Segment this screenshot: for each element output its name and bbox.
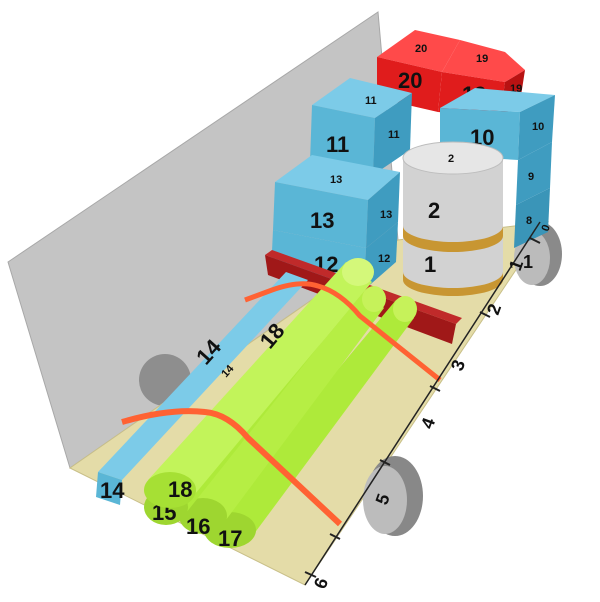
pipe-16-end-label: 16 [186, 514, 210, 539]
drum-lower-label: 1 [424, 252, 436, 277]
beam-end-label: 14 [100, 478, 125, 503]
box-20-front-label: 20 [398, 68, 422, 93]
box-12-side-label: 12 [378, 253, 390, 265]
axis-tick-6: 6 [310, 575, 332, 591]
box-8-side-label: 8 [526, 215, 532, 227]
box-11-top-label: 11 [365, 95, 377, 107]
box-9-side-label: 9 [528, 171, 534, 183]
box-13-top-label: 13 [330, 174, 342, 186]
box-11-front-label: 11 [326, 132, 349, 157]
strap-rear [244, 281, 442, 382]
blue-box-11: 11 11 11 [310, 78, 412, 175]
axis-tick-0: 0 [540, 223, 553, 233]
blue-box-13: 13 13 13 [273, 155, 400, 248]
length-axis [304, 221, 541, 586]
axis-tick-4: 4 [417, 415, 439, 431]
drum-stack: 2 2 1 [402, 141, 504, 296]
pipe-17-end-label: 17 [218, 526, 242, 551]
pipe-18-end-label: 18 [168, 477, 192, 502]
axis-tick-marks [304, 237, 541, 578]
box-10-side-label: 10 [532, 121, 544, 133]
wheel-rear-label: 1 [523, 252, 533, 272]
box-13-front-label: 13 [310, 208, 334, 233]
blue-box-10: 10 10 [440, 88, 555, 160]
drum-top-label: 2 [448, 153, 454, 165]
strap-front [121, 408, 343, 527]
axis-tick-3: 3 [447, 357, 469, 373]
box-20-top-label: 20 [415, 43, 427, 55]
blue-box-9: 9 [516, 142, 552, 205]
blue-box-8: 8 [514, 188, 550, 248]
drum-upper-label: 2 [428, 198, 440, 223]
box-19-top-label: 19 [476, 53, 488, 65]
box-13-side-label: 13 [380, 209, 392, 221]
box-11-side-label: 11 [388, 129, 400, 141]
wheel-front: 5 [363, 456, 423, 536]
